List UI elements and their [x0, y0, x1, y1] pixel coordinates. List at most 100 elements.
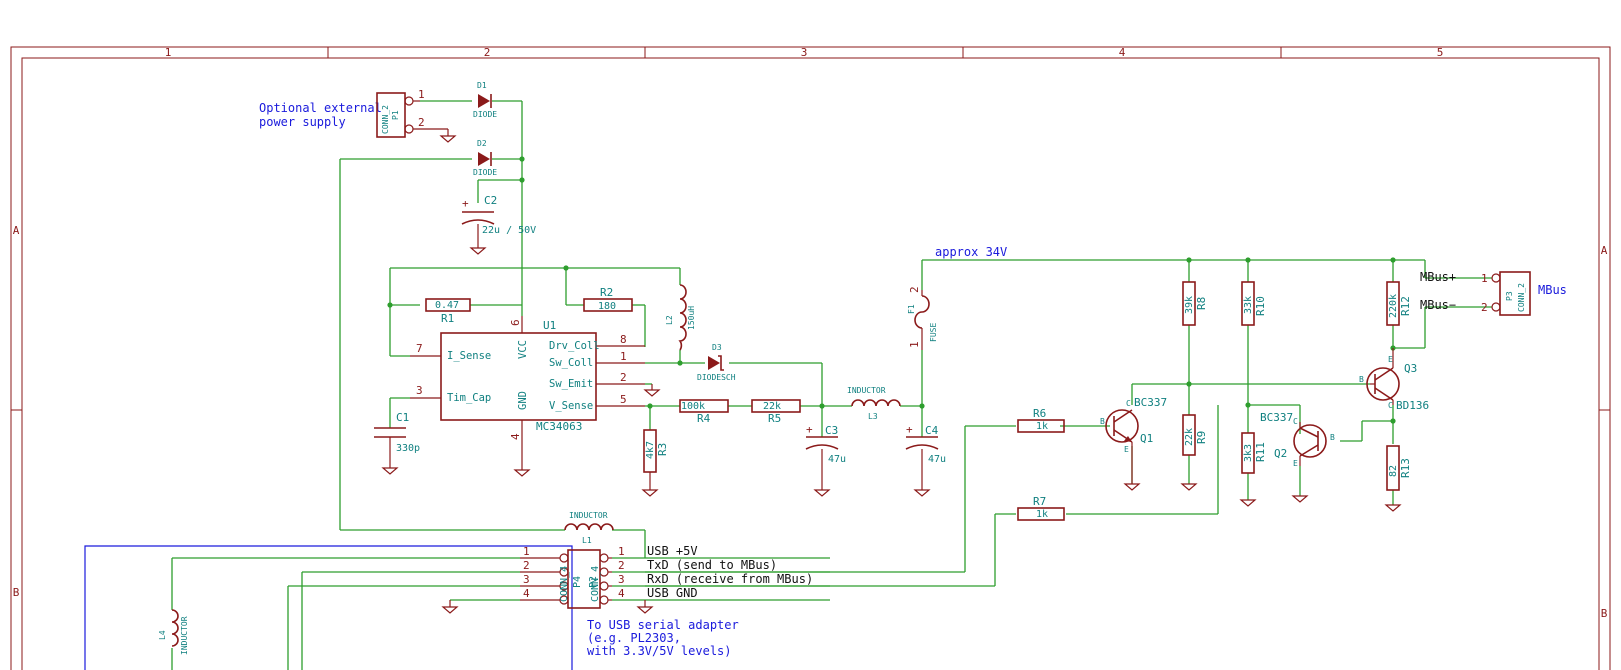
p2-pin-4: 4	[618, 587, 625, 600]
p1-value: CONN_2	[381, 105, 390, 134]
p2-pin-3: 3	[618, 573, 625, 586]
r8-ref: R8	[1195, 297, 1208, 310]
u1-pin-vsense: V_Sense	[549, 400, 593, 412]
u1-pin-swemit: Sw_Emit	[549, 378, 593, 390]
txd-label: TxD (send to MBus)	[647, 558, 777, 572]
r9-value: 22k	[1184, 428, 1195, 446]
q3-pin-e: E	[1388, 355, 1393, 364]
usb-note-line3: with 3.3V/5V levels)	[587, 644, 732, 658]
fuse-f1: 2 1 F1 FUSE	[907, 286, 938, 350]
diode-d3: D3 DIODESCH	[697, 343, 736, 382]
l3-ref: L3	[868, 412, 878, 421]
r11-ref: R11	[1254, 442, 1267, 462]
d2-ref: D2	[477, 139, 487, 148]
u1-pin-gnd: GND	[517, 391, 529, 410]
rxd-label: RxD (receive from MBus)	[647, 572, 813, 586]
mbus-plus-label: MBus+	[1420, 270, 1456, 284]
p2-pin-2: 2	[618, 559, 625, 572]
resistor-r6: 1k R6	[1017, 407, 1065, 433]
u1-pinnum-6: 6	[509, 319, 522, 326]
svg-text:+: +	[462, 197, 469, 210]
r10-value: 33k	[1243, 296, 1254, 314]
f1-pin-1: 1	[908, 341, 921, 348]
r4-ref: R4	[697, 412, 711, 425]
r2-value: 180	[598, 301, 616, 312]
frame-col-4: 4	[1119, 46, 1126, 59]
usb-note-line2: (e.g. PL2303,	[587, 631, 681, 645]
resistor-r3: 4k7 R3	[641, 429, 669, 497]
r3-value: 4k7	[645, 441, 656, 459]
p3-pin-1: 1	[1481, 272, 1488, 285]
r8-value: 39k	[1184, 296, 1195, 314]
r11-value: 3k3	[1243, 444, 1254, 462]
r5-ref: R5	[768, 412, 781, 425]
p3-pin-2: 2	[1481, 301, 1488, 314]
frame-col-2: 2	[484, 46, 491, 59]
l3-value: INDUCTOR	[847, 386, 886, 395]
u1-pinnum-5: 5	[620, 393, 627, 406]
p2-pin-1: 1	[618, 545, 625, 558]
r12-value: 220k	[1388, 294, 1399, 318]
d1-ref: D1	[477, 81, 487, 90]
inductor-l3: INDUCTOR L3	[847, 386, 901, 421]
p1-pin-2: 2	[418, 116, 425, 129]
q1-pin-e: E	[1124, 445, 1129, 454]
u1-pin-timcap: Tim_Cap	[447, 392, 491, 404]
r6-value: 1k	[1036, 421, 1048, 432]
f1-value: FUSE	[929, 323, 938, 342]
d2-value: DIODE	[473, 168, 497, 177]
q3-pin-c: C	[1388, 401, 1393, 410]
transistor-q3: B E C Q3 BD136	[1359, 348, 1429, 412]
u1-ref: U1	[543, 319, 556, 332]
q2-pin-b: B	[1330, 433, 1335, 442]
c4-value: 47u	[928, 454, 946, 465]
p4-pin-4: 4	[523, 587, 530, 600]
connector-p1: 1 2 CONN_2 P1	[376, 88, 457, 143]
p4-pin-1: 1	[523, 545, 530, 558]
r10-ref: R10	[1254, 296, 1267, 316]
l1-value: INDUCTOR	[569, 511, 608, 520]
c1-value: 330p	[396, 443, 420, 454]
r13-ref: R13	[1399, 458, 1412, 478]
svg-text:+: +	[906, 423, 913, 436]
c2-value: 22u / 50V	[482, 225, 536, 236]
ext-power-note-line2: power supply	[259, 115, 346, 129]
p1-pin-1: 1	[418, 88, 425, 101]
p2-value: CONN_4	[590, 566, 601, 602]
q3-pin-b: B	[1359, 375, 1364, 384]
p4-value: CONN_4	[559, 566, 570, 602]
p3-value: CONN_2	[1517, 283, 1526, 312]
c3-ref: C3	[825, 424, 838, 437]
connector-p4-p2: 1 2 3 4 1 2 3 4 P4 CONN_4 CONN_4 P2	[441, 545, 654, 614]
resistor-r9: 22k R9	[1180, 414, 1208, 491]
r9-ref: R9	[1195, 431, 1208, 444]
usb-note-line1: To USB serial adapter	[587, 618, 739, 632]
resistor-r4: 100k R4	[679, 399, 729, 425]
r7-ref: R7	[1033, 495, 1046, 508]
ext-power-note-line1: Optional external	[259, 101, 382, 115]
drawing-frame: 1 2 3 4 5 A B A B	[10, 46, 1611, 670]
u1-pinnum-4: 4	[509, 433, 522, 440]
resistor-r1: 0.47 R1	[425, 298, 471, 325]
resistor-r11: 3k3 R11	[1239, 432, 1267, 507]
c3-value: 47u	[828, 454, 846, 465]
q3-ref: Q3	[1404, 362, 1417, 375]
ic-u1: U1 MC34063 I_Sense Tim_Cap 7 3 Drv_Coll …	[410, 316, 661, 477]
approx-voltage-note: approx 34V	[935, 245, 1007, 259]
capacitor-c1: C1 330p	[374, 411, 420, 475]
l2-ref: L2	[665, 315, 674, 325]
resistor-r12: 220k R12	[1386, 281, 1412, 326]
frame-col-5: 5	[1437, 46, 1444, 59]
resistor-r8: 39k R8	[1182, 281, 1208, 326]
r1-value: 0.47	[435, 300, 459, 311]
u1-pinnum-3: 3	[416, 384, 423, 397]
l4-value: INDUCTOR	[180, 616, 189, 655]
resistor-r2: 180 R2	[583, 286, 633, 312]
r3-ref: R3	[656, 443, 669, 456]
svg-text:+: +	[806, 423, 813, 436]
r1-ref: R1	[441, 312, 454, 325]
f1-ref: F1	[907, 304, 916, 314]
diode-d1: D1 DIODE	[473, 81, 497, 119]
usb-5v-label: USB +5V	[647, 544, 698, 558]
